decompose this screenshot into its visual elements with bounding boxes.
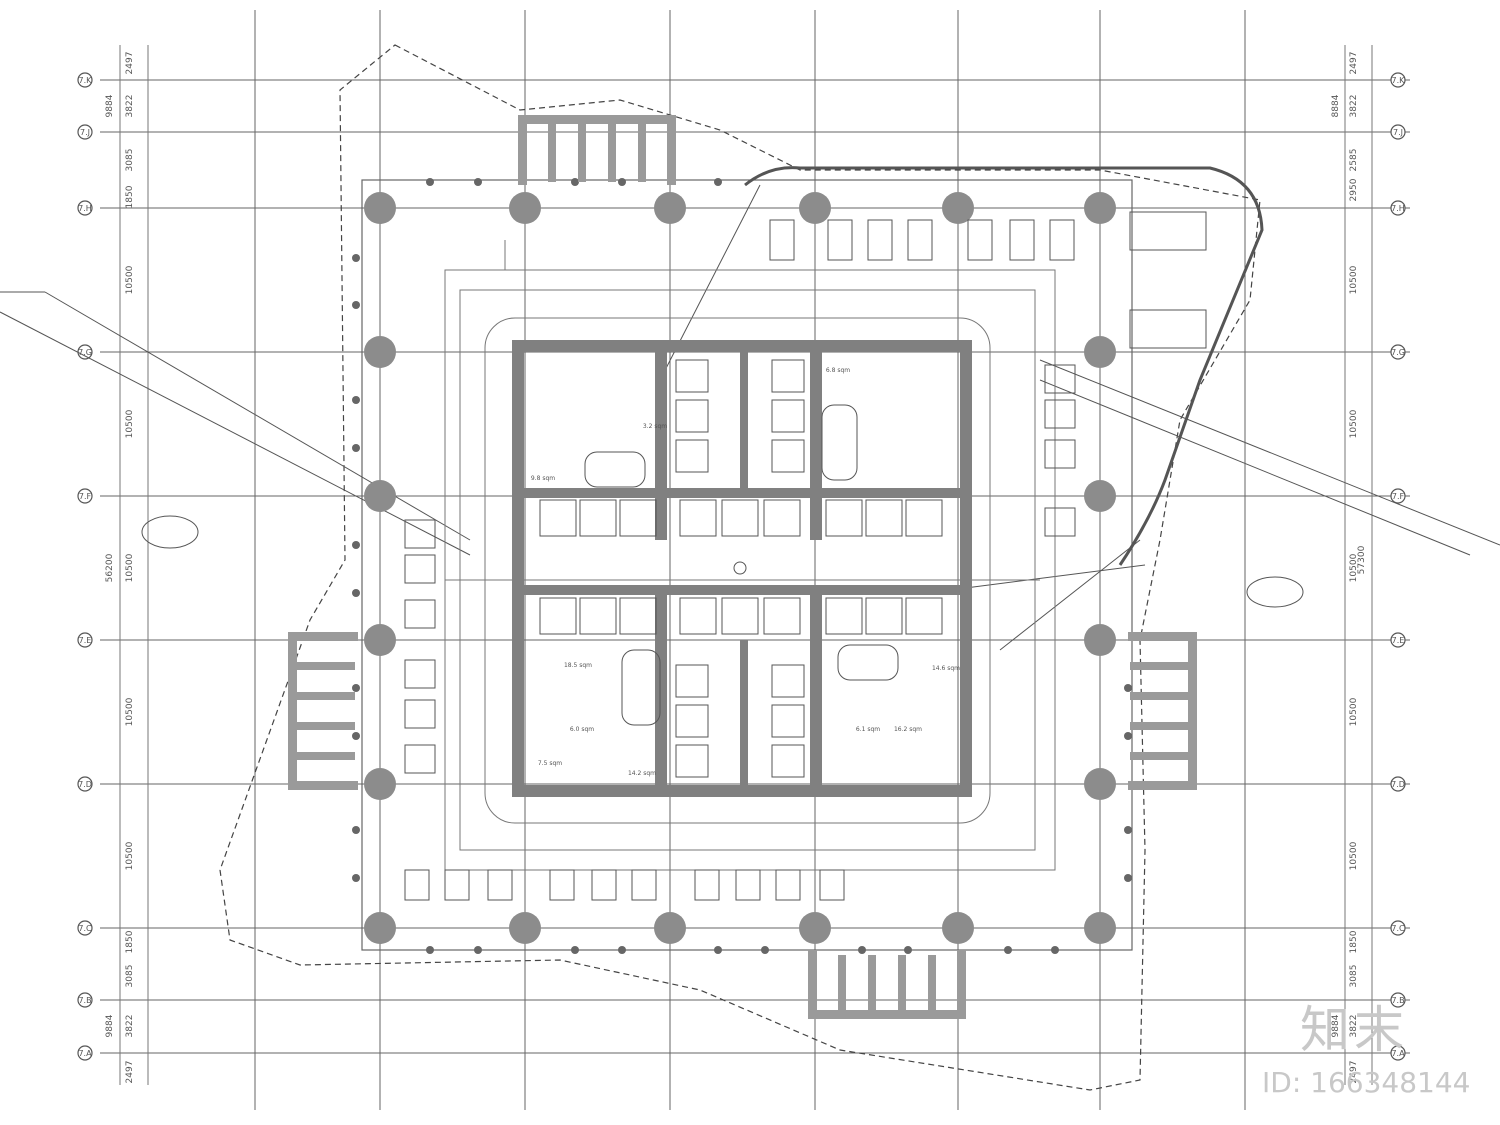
slab-edge: [361, 179, 1133, 951]
dimension-text-left: 2497 3822 3085 1850 10500 10500 10500 10…: [105, 52, 135, 1084]
dimension: 10500: [125, 265, 135, 294]
room-labels: 9.8 sqm 3.2 sqm 6.8 sqm 18.5 sqm 6.0 sqm…: [531, 367, 960, 777]
dimension: 2585: [1349, 149, 1359, 172]
dimension: 10500: [1349, 409, 1359, 438]
room-area: 9.8 sqm: [531, 475, 555, 482]
braced-frames: [288, 115, 1197, 1019]
dimension: 10500: [125, 553, 135, 582]
dimension-total: 9884: [105, 1014, 115, 1037]
dimension: 3085: [125, 149, 135, 172]
dimension-total: 9884: [1331, 1014, 1341, 1037]
room-area: 16.2 sqm: [894, 726, 922, 733]
curved-facade: [744, 166, 1264, 566]
axis-label: 7.K: [79, 76, 93, 85]
dimension: 10500: [1349, 697, 1359, 726]
axis-labels-right: 7.K 7.J 7.H 7.G 7.F 7.E 7.D 7.C 7.B 7.A: [1391, 76, 1405, 1058]
axis-label: 7.C: [1391, 924, 1405, 933]
room-area: 18.5 sqm: [564, 662, 592, 669]
room-area: 6.8 sqm: [826, 367, 850, 374]
axis-label: 7.K: [1392, 76, 1406, 85]
dimension-chains: [119, 45, 1373, 1085]
dimension: 2497: [125, 1061, 135, 1084]
stairs: [584, 404, 899, 726]
grid-lines: [100, 10, 1410, 1110]
dimension: 10500: [125, 409, 135, 438]
dimension: 3822: [125, 95, 135, 118]
dimension-total: 8884: [1331, 94, 1341, 117]
axis-label: 7.D: [1391, 780, 1405, 789]
ellipse-marker: [141, 515, 199, 549]
dimension: 10500: [1349, 553, 1359, 582]
ellipse-marker: [1246, 576, 1304, 608]
axis-labels-left: 7.K 7.J 7.H 7.G 7.F 7.E 7.D 7.C 7.B 7.A: [78, 76, 92, 1058]
axis-label: 7.G: [1391, 348, 1405, 357]
dimension: 2950: [1349, 178, 1359, 201]
dimension: 3822: [125, 1015, 135, 1038]
axis-label: 7.F: [79, 492, 92, 501]
dimension: 10500: [125, 697, 135, 726]
axis-label: 7.B: [78, 996, 91, 1005]
room-area: 14.6 sqm: [932, 665, 960, 672]
axis-label: 7.H: [1391, 204, 1405, 213]
axis-label: 7.D: [78, 780, 92, 789]
dimension: 2497: [1349, 1061, 1359, 1084]
core-walls: [512, 340, 972, 797]
axis-label: 7.E: [1392, 636, 1405, 645]
dimension: 10500: [1349, 265, 1359, 294]
axis-label: 7.F: [1392, 492, 1405, 501]
watermark-id: ID: 166348144: [1262, 1066, 1471, 1099]
dimension: 1850: [1349, 930, 1359, 953]
room-area: 6.0 sqm: [570, 726, 594, 733]
axis-label: 7.A: [78, 1049, 92, 1058]
dimension: 1850: [125, 185, 135, 208]
center-marker: [733, 561, 747, 575]
dimension: 3085: [1349, 965, 1359, 988]
site-boundary: [219, 44, 1261, 1091]
dimension-total: 56200: [105, 553, 115, 582]
dimension-text-right: 2497 3822 2585 2950 10500 10500 10500 10…: [1331, 52, 1367, 1084]
dimension: 10500: [125, 841, 135, 870]
dimension-total: 57300: [1357, 545, 1367, 574]
axis-label: 7.G: [78, 348, 92, 357]
room-area: 14.2 sqm: [628, 770, 656, 777]
dimension: 1850: [125, 930, 135, 953]
axis-label: 7.B: [1391, 996, 1404, 1005]
axis-label: 7.H: [78, 204, 92, 213]
dimension: 2497: [125, 52, 135, 75]
axis-markers: [77, 72, 1406, 1061]
axis-label: 7.C: [78, 924, 92, 933]
axis-label: 7.J: [80, 128, 90, 137]
axis-label: 7.E: [79, 636, 92, 645]
axis-label: 7.A: [1391, 1049, 1405, 1058]
room-area: 3.2 sqm: [643, 423, 667, 430]
room-area: 6.1 sqm: [856, 726, 880, 733]
watermark-logo: 知末: [1300, 1001, 1408, 1059]
columns: [364, 192, 1116, 944]
dimension: 10500: [1349, 841, 1359, 870]
dimension: 3822: [1349, 1015, 1359, 1038]
dimension-total: 9884: [105, 94, 115, 117]
corridor-lines: [444, 240, 1056, 871]
axis-label: 7.J: [1393, 128, 1403, 137]
room-area: 7.5 sqm: [538, 760, 562, 767]
dimension: 3085: [125, 965, 135, 988]
dimension: 3822: [1349, 95, 1359, 118]
elevators: [539, 211, 1207, 778]
dimension: 2497: [1349, 52, 1359, 75]
edge-cells: [404, 219, 1076, 901]
perimeter-posts: [352, 178, 1132, 954]
